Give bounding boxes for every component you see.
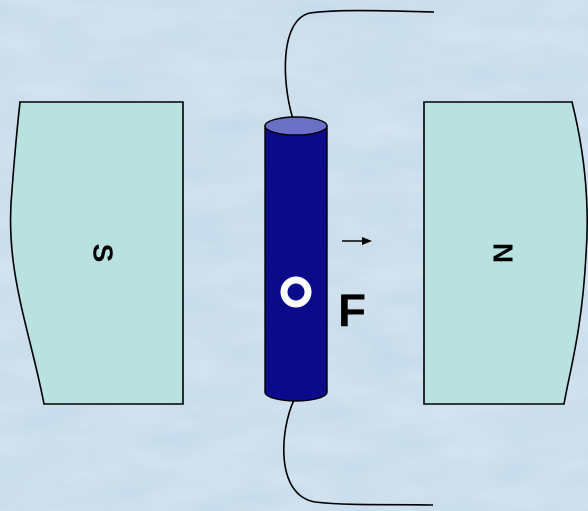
- wire-top: [284, 9, 435, 126]
- conductor: O: [264, 116, 328, 402]
- south-magnet: S: [9, 101, 184, 405]
- north-pole-label: N: [488, 243, 519, 263]
- wire-bottom: [282, 399, 434, 506]
- force-vector-label: F →: [338, 237, 372, 336]
- current-direction-symbol: [280, 276, 312, 308]
- vector-arrow-icon: [342, 237, 372, 245]
- south-pole-label: S: [88, 244, 119, 263]
- conductor-top-face: [264, 116, 328, 136]
- north-magnet: N: [423, 101, 588, 405]
- force-label: F: [338, 284, 366, 336]
